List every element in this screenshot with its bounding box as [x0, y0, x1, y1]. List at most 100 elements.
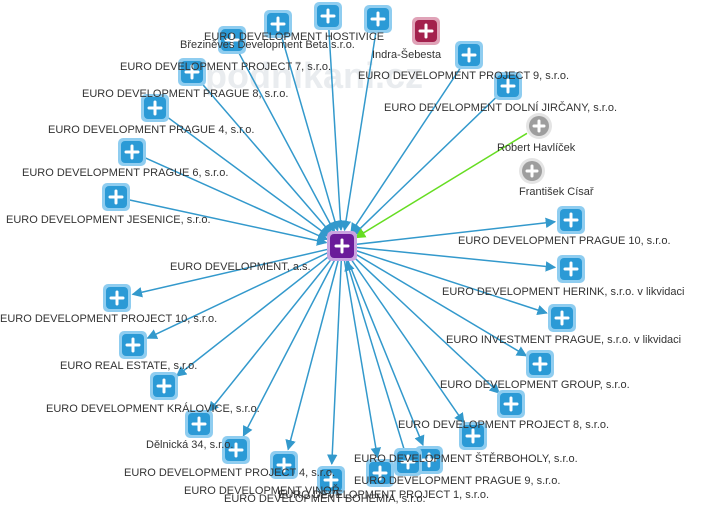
node-n5[interactable] [455, 41, 483, 69]
node-n19[interactable] [150, 372, 178, 400]
plus-icon [418, 23, 434, 39]
plus-icon [191, 416, 207, 432]
edge-n10-c [144, 157, 329, 241]
node-n1[interactable] [314, 2, 342, 30]
plus-icon [147, 100, 163, 116]
plus-icon [228, 442, 244, 458]
node-label: EURO DEVELOPMENT PRAGUE 9, s.r.o. [354, 475, 560, 487]
node-label: EURO DEVELOPMENT VINOŘ [184, 484, 340, 497]
node-n21[interactable] [185, 410, 213, 438]
edge-c-n23 [242, 258, 337, 437]
node-label: EURO DEVELOPMENT PROJECT 1, s.r.o. [278, 489, 489, 501]
node-n20[interactable] [497, 390, 525, 418]
node-n13[interactable] [557, 206, 585, 234]
node-label: EURO DEVELOPMENT JESENICE, s.r.o. [6, 214, 211, 226]
node-label: Dělnická 34, s.r.o. [146, 439, 233, 451]
node-label: EURO DEVELOPMENT PROJECT 10, s.r.o. [0, 313, 217, 325]
plus-icon [124, 144, 140, 160]
node-label: EURO DEVELOPMENT PROJECT 9, s.r.o. [358, 70, 569, 82]
edge-c-n13 [355, 217, 557, 246]
plus-icon [276, 457, 292, 473]
edge-c-n24 [346, 258, 425, 447]
node-n17[interactable] [119, 331, 147, 359]
edge-c-n25 [285, 259, 340, 451]
node-label: Indra-Šebesta [372, 48, 442, 61]
plus-icon [503, 396, 519, 412]
edge-n9-c [354, 132, 528, 239]
edge-c-n18 [353, 252, 528, 357]
node-label: Březiněves Development Beta s.r.o. [180, 39, 355, 51]
node-n6[interactable] [178, 58, 206, 86]
plus-icon [500, 78, 516, 94]
edge-n6-c [200, 82, 333, 235]
node-n14[interactable] [557, 255, 585, 283]
center-node[interactable] [327, 231, 357, 261]
edge-c-n16 [355, 249, 548, 316]
node-label: EURO DEVELOPMENT HERINK, s.r.o. v likvid… [442, 286, 684, 298]
node-n26[interactable] [366, 459, 394, 487]
edge-layer [129, 29, 557, 466]
plus-icon [125, 337, 141, 353]
edge-c-n26 [343, 259, 382, 459]
plus-icon [320, 8, 336, 24]
edge-n8-c [165, 115, 330, 238]
node-n3[interactable] [412, 17, 440, 45]
plus-icon [372, 465, 388, 481]
plus-icon [109, 290, 125, 306]
plus-icon [563, 212, 579, 228]
edge-c-n21 [208, 256, 334, 413]
edge-n4-c [237, 51, 336, 233]
node-label: EURO DEVELOPMENT PROJECT 8, s.r.o. [398, 419, 609, 431]
node-label: EURO DEVELOPMENT HOSTIVICE [204, 31, 384, 43]
node-label: František Císař [519, 186, 594, 198]
plus-icon [334, 238, 350, 254]
plus-icon [224, 32, 240, 48]
node-n12[interactable] [102, 183, 130, 211]
node-n23[interactable] [222, 436, 250, 464]
edge-n28-c [340, 32, 377, 232]
node-n29[interactable] [394, 448, 422, 476]
node-n28[interactable] [364, 5, 392, 33]
node-n11[interactable] [519, 158, 545, 184]
node-n27[interactable] [317, 466, 345, 494]
edge-c-n22 [349, 257, 465, 424]
node-n16[interactable] [548, 304, 576, 332]
plus-icon [156, 378, 172, 394]
node-label: EURO DEVELOPMENT PRAGUE 4, s.r.o. [48, 124, 254, 136]
node-n10[interactable] [118, 138, 146, 166]
edge-c-n17 [146, 251, 330, 339]
node-label: EURO DEVELOPMENT PROJECT 7, s.r.o. [120, 61, 331, 73]
node-layer [102, 2, 585, 494]
node-label: EURO DEVELOPMENT GROUP, s.r.o. [440, 379, 630, 391]
plus-icon [461, 47, 477, 63]
node-n9[interactable] [526, 113, 552, 139]
node-n7[interactable] [494, 72, 522, 100]
plus-icon [525, 164, 539, 178]
node-n25[interactable] [270, 451, 298, 479]
edge-n7-c [352, 95, 499, 236]
plus-icon [465, 428, 481, 444]
plus-icon [184, 64, 200, 80]
node-label: EURO INVESTMENT PRAGUE, s.r.o. v likvida… [446, 334, 681, 346]
plus-icon [563, 261, 579, 277]
edge-c-n14 [355, 246, 557, 272]
node-n2[interactable] [264, 10, 292, 38]
center-node-label: EURO DEVELOPMENT, a.s. [170, 261, 311, 273]
plus-icon [400, 454, 416, 470]
edge-c-n27 [326, 259, 343, 466]
node-label: EURO DEVELOPMENT ŠTĚRBOHOLY, s.r.o. [354, 452, 578, 465]
plus-icon [532, 119, 546, 133]
plus-icon [270, 16, 286, 32]
node-n22[interactable] [459, 422, 487, 450]
node-label: EURO DEVELOPMENT PRAGUE 10, s.r.o. [458, 235, 671, 247]
node-n8[interactable] [141, 94, 169, 122]
plus-icon [108, 189, 124, 205]
node-n4[interactable] [218, 26, 246, 54]
edge-c-n15 [131, 248, 329, 298]
node-n15[interactable] [103, 284, 131, 312]
node-n18[interactable] [526, 350, 554, 378]
edge-n1-c [328, 29, 346, 232]
node-label: EURO DEVELOPMENT KRÁLOVICE, s.r.o. [46, 402, 260, 415]
